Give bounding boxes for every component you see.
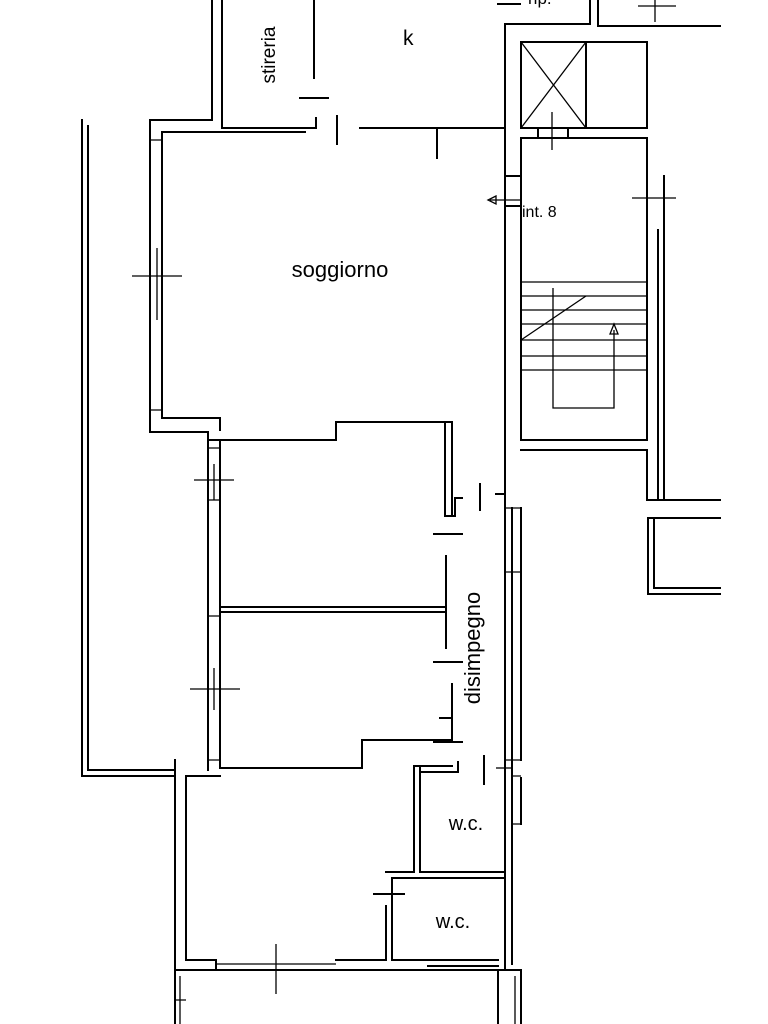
room-label-wc-upper: w.c. <box>448 813 483 835</box>
room-label-disimpegno: disimpegno <box>460 592 485 705</box>
bedroom-walls <box>190 439 463 771</box>
room-label-soggiorno: soggiorno <box>292 257 389 282</box>
living-room-walls <box>132 119 506 517</box>
stairwell <box>486 41 721 595</box>
top-rooms-walls <box>149 0 721 159</box>
room-label-stireria: stireria <box>259 26 280 83</box>
room-label-wc-lower: w.c. <box>435 911 470 933</box>
room-label-rip: rip. <box>528 0 552 8</box>
balcony-left <box>81 119 176 777</box>
bottom-room-walls <box>174 755 522 1024</box>
corridor-walls <box>496 127 522 971</box>
room-label-kitchen: k <box>403 27 414 50</box>
unit-label-interior: int. 8 <box>522 204 557 221</box>
